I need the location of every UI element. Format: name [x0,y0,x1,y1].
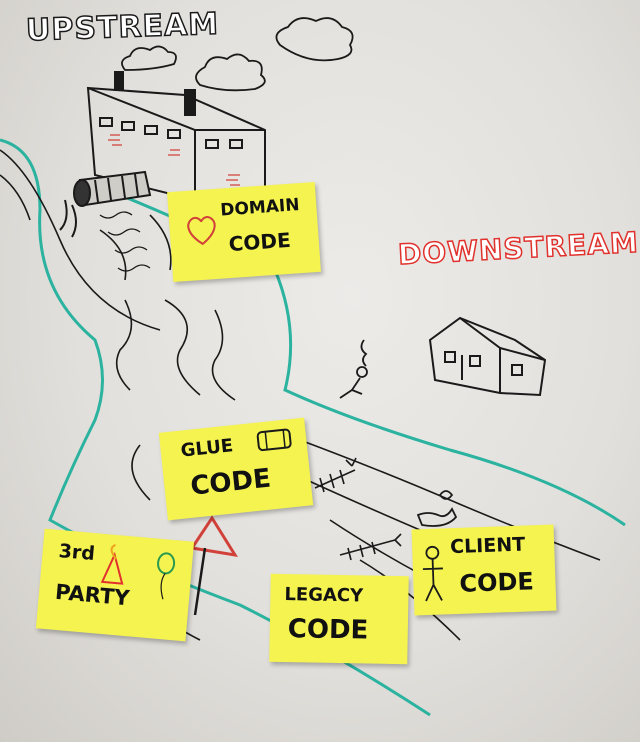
smoke-cloud-icon [121,17,354,92]
third-party-line2: PARTY [54,579,131,611]
fish-skeleton-icon [314,457,402,561]
third-party-line1: 3rd [57,540,96,566]
house-icon [428,316,547,397]
legacy-note-line1: LEGACY [284,584,364,607]
glue-note-line2: CODE [189,463,273,502]
balloon-icon [157,552,176,600]
upstream-label: UPSTREAM [25,6,221,49]
client-code-note: CLIENT CODE [411,524,557,616]
domain-note-line2: CODE [227,227,292,257]
pipe-icon [59,170,152,238]
person-sitting-icon [339,339,368,399]
shoe-icon [416,490,458,527]
brick-marks [108,134,240,186]
river-bank-left [0,138,431,717]
legacy-code-note: LEGACY CODE [269,573,409,665]
domain-note-line1: DOMAIN [219,195,301,221]
heart-icon [187,216,216,246]
client-note-line2: CODE [458,567,535,598]
person-standing-icon [422,545,443,602]
party-icon [100,543,124,585]
warning-sign-icon [189,515,239,616]
glue-stick-icon [256,428,292,452]
client-note-line1: CLIENT [449,533,526,559]
third-party-note: 3rd PARTY [35,528,195,642]
glue-code-note: GLUE CODE [158,417,314,521]
glue-note-line1: GLUE [179,435,235,462]
legacy-note-line2: CODE [287,614,369,646]
domain-code-note: DOMAIN CODE [167,181,321,283]
dirty-water [99,211,151,272]
